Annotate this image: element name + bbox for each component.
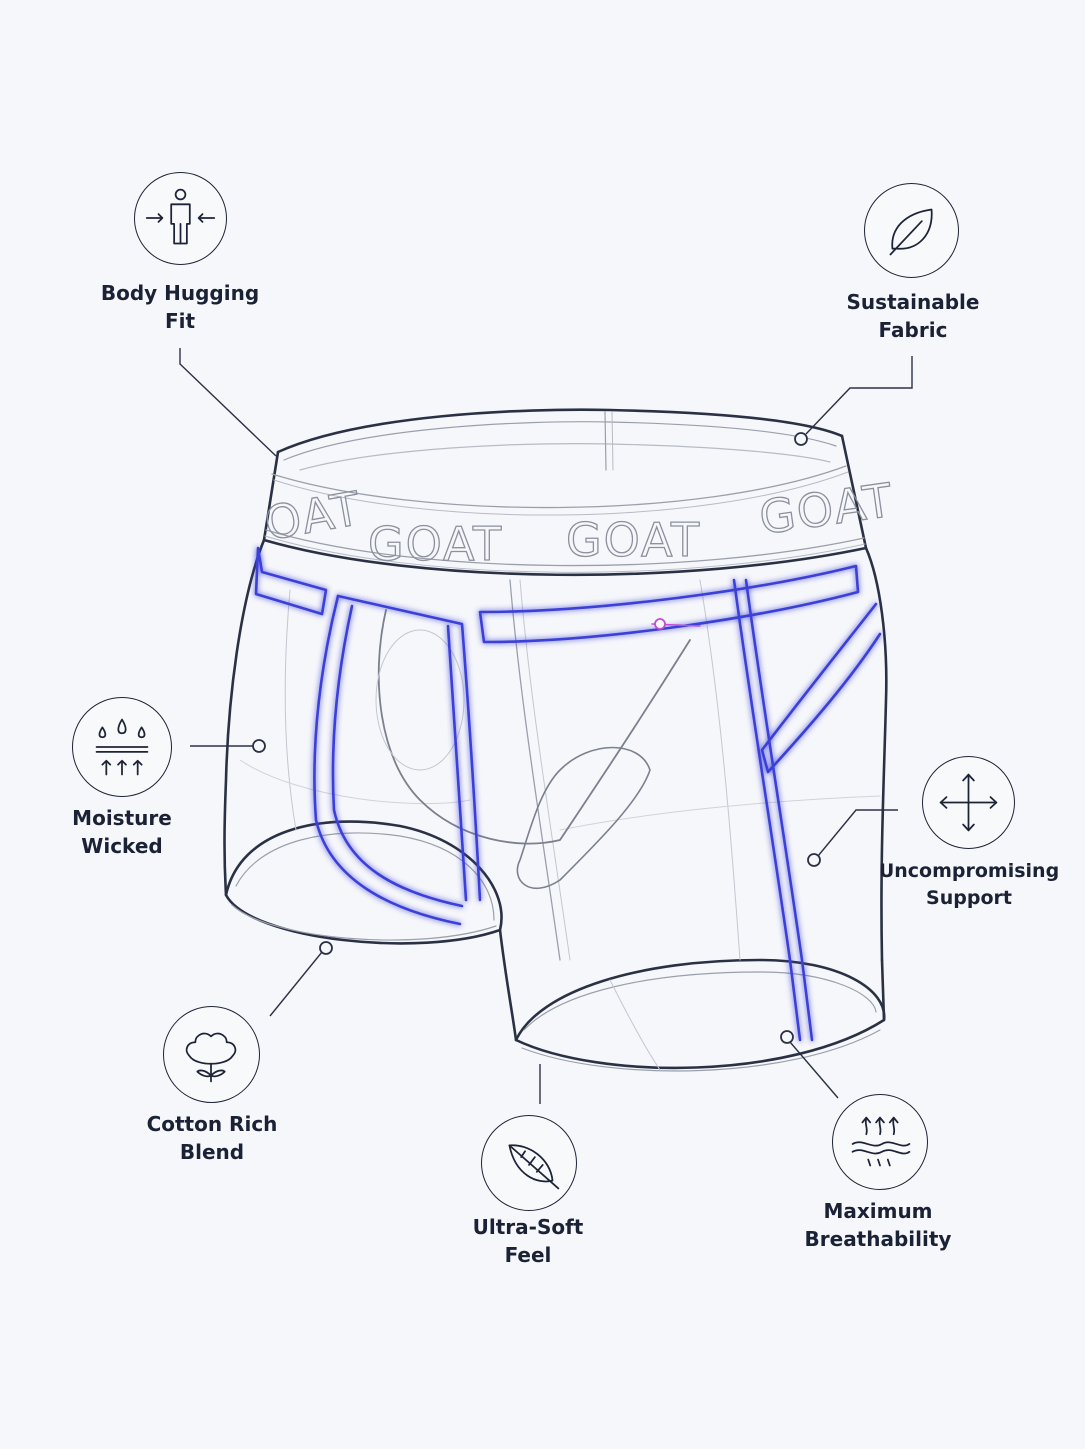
anchor-uncompromising-support	[807, 853, 821, 867]
airflow-icon	[832, 1094, 928, 1190]
body-fit-icon	[134, 172, 227, 265]
label-cotton-rich-blend: Cotton Rich Blend	[146, 1112, 278, 1164]
right-leg-outer	[498, 928, 886, 1070]
front-pouch	[377, 609, 691, 845]
waistband-back-rim	[276, 408, 844, 454]
anchor-cotton-rich-blend	[319, 941, 333, 955]
leader-cotton-rich-blend	[269, 951, 323, 1017]
leader-body-hugging-fit	[179, 348, 277, 457]
waistband-text-3: GOAT	[566, 513, 701, 567]
feather-icon	[481, 1115, 577, 1211]
waistband-text-2: GOAT	[368, 517, 503, 571]
leader-uncompromising-support	[817, 809, 898, 857]
four-way-arrows-icon	[922, 756, 1015, 849]
anchor-waist-trim	[654, 618, 666, 630]
boxer-brief-illustration	[223, 408, 888, 1072]
waistband-branding: OAT GOAT GOAT GOAT	[260, 472, 898, 572]
leader-sustainable-fabric	[805, 356, 913, 435]
anchor-sustainable-fabric	[794, 432, 808, 446]
label-moisture-wicked: Moisture Wicked	[72, 806, 172, 858]
water-drops-icon	[72, 697, 172, 797]
leader-maximum-breathability	[789, 1041, 839, 1099]
left-leg-opening	[224, 820, 503, 945]
waistband-text-4: GOAT	[756, 473, 897, 545]
label-body-hugging-fit: Body Hugging Fit	[100, 281, 260, 333]
waistband-text-1: OAT	[261, 481, 366, 551]
waistband-front	[262, 434, 868, 577]
garment-right-side	[864, 546, 888, 962]
cotton-flower-icon	[163, 1006, 260, 1103]
label-maximum-breathability: Maximum Breathability	[804, 1199, 952, 1251]
highlighted-seams	[254, 546, 882, 1042]
label-sustainable-fabric: Sustainable Fabric	[846, 290, 980, 342]
anchor-moisture-wicked	[252, 739, 266, 753]
label-uncompromising-support: Uncompromising Support	[878, 860, 1060, 909]
garment-left-side	[223, 538, 266, 897]
right-leg-opening	[514, 958, 886, 1042]
leaf-icon	[864, 183, 959, 278]
label-ultra-soft-feel: Ultra-Soft Feel	[472, 1215, 584, 1267]
anchor-dots	[252, 432, 821, 1044]
leader-lines	[179, 348, 913, 1104]
anchor-maximum-breathability	[780, 1030, 794, 1044]
